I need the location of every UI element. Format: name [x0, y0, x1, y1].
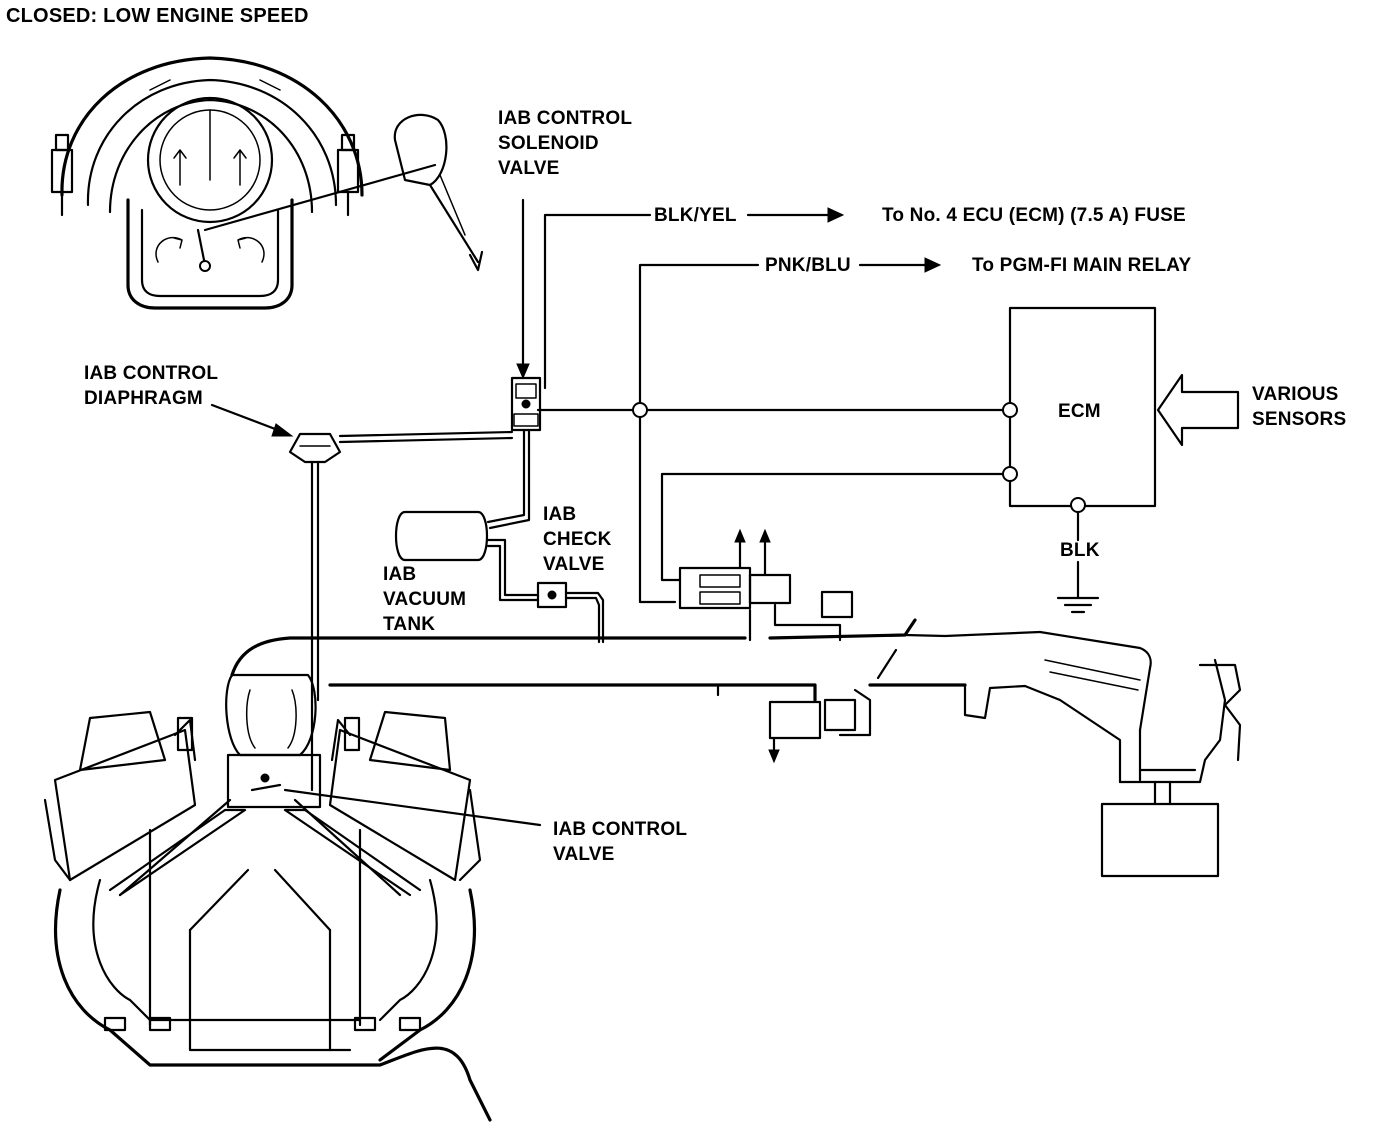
- diaphragm-label: IAB CONTROL DIAPHRAGM: [84, 361, 218, 411]
- diaphragm-icon: [210, 403, 514, 792]
- engine-cross-section: [43, 673, 542, 1122]
- label-line: IAB: [543, 504, 577, 525]
- intake-cross-section-inset: [50, 56, 484, 310]
- intake-duct: [230, 618, 1242, 878]
- label-line: IAB CONTROL: [553, 819, 688, 840]
- relay-destination-label: To PGM-FI MAIN RELAY: [972, 255, 1192, 276]
- label-line: VALVE: [498, 158, 560, 179]
- label-line: SENSORS: [1252, 409, 1347, 430]
- sensor-input-arrow-icon: [1156, 373, 1240, 447]
- ecm-label: ECM: [1058, 401, 1101, 422]
- page-title: CLOSED: LOW ENGINE SPEED: [6, 5, 309, 27]
- various-sensors-label: VARIOUS SENSORS: [1252, 382, 1346, 432]
- ecm-box: [1002, 306, 1157, 600]
- label-line: VARIOUS: [1252, 384, 1339, 405]
- ground-icon: [1056, 596, 1100, 614]
- label-line: IAB CONTROL: [84, 363, 219, 384]
- blk-ground-label: BLK: [1060, 540, 1100, 561]
- label-line: IAB CONTROL: [498, 108, 633, 129]
- label-line: VALVE: [553, 844, 615, 865]
- solenoid-valve-label: IAB CONTROL SOLENOID VALVE: [498, 106, 632, 181]
- fuse-destination-label: To No. 4 ECU (ECM) (7.5 A) FUSE: [882, 205, 1186, 226]
- throttle-body-assembly: [678, 528, 898, 764]
- label-line: DIAPHRAGM: [84, 388, 203, 409]
- wiring-harness: [536, 207, 1006, 604]
- label-line: VACUUM: [383, 589, 467, 610]
- label-line: SOLENOID: [498, 133, 599, 154]
- check-valve-icon: [486, 538, 605, 644]
- check-valve-label: IAB CHECK VALVE: [543, 502, 612, 577]
- control-valve-label: IAB CONTROL VALVE: [553, 817, 687, 867]
- label-line: IAB: [383, 564, 417, 585]
- vacuum-tank-label: IAB VACUUM TANK: [383, 562, 466, 637]
- pnk-blu-wire-label: PNK/BLU: [765, 255, 851, 276]
- blk-yel-wire-label: BLK/YEL: [654, 205, 737, 226]
- label-line: CHECK: [543, 529, 612, 550]
- label-line: VALVE: [543, 554, 605, 575]
- vacuum-tank-icon: [395, 450, 531, 562]
- label-line: TANK: [383, 614, 436, 635]
- solenoid-valve-icon: [510, 198, 542, 454]
